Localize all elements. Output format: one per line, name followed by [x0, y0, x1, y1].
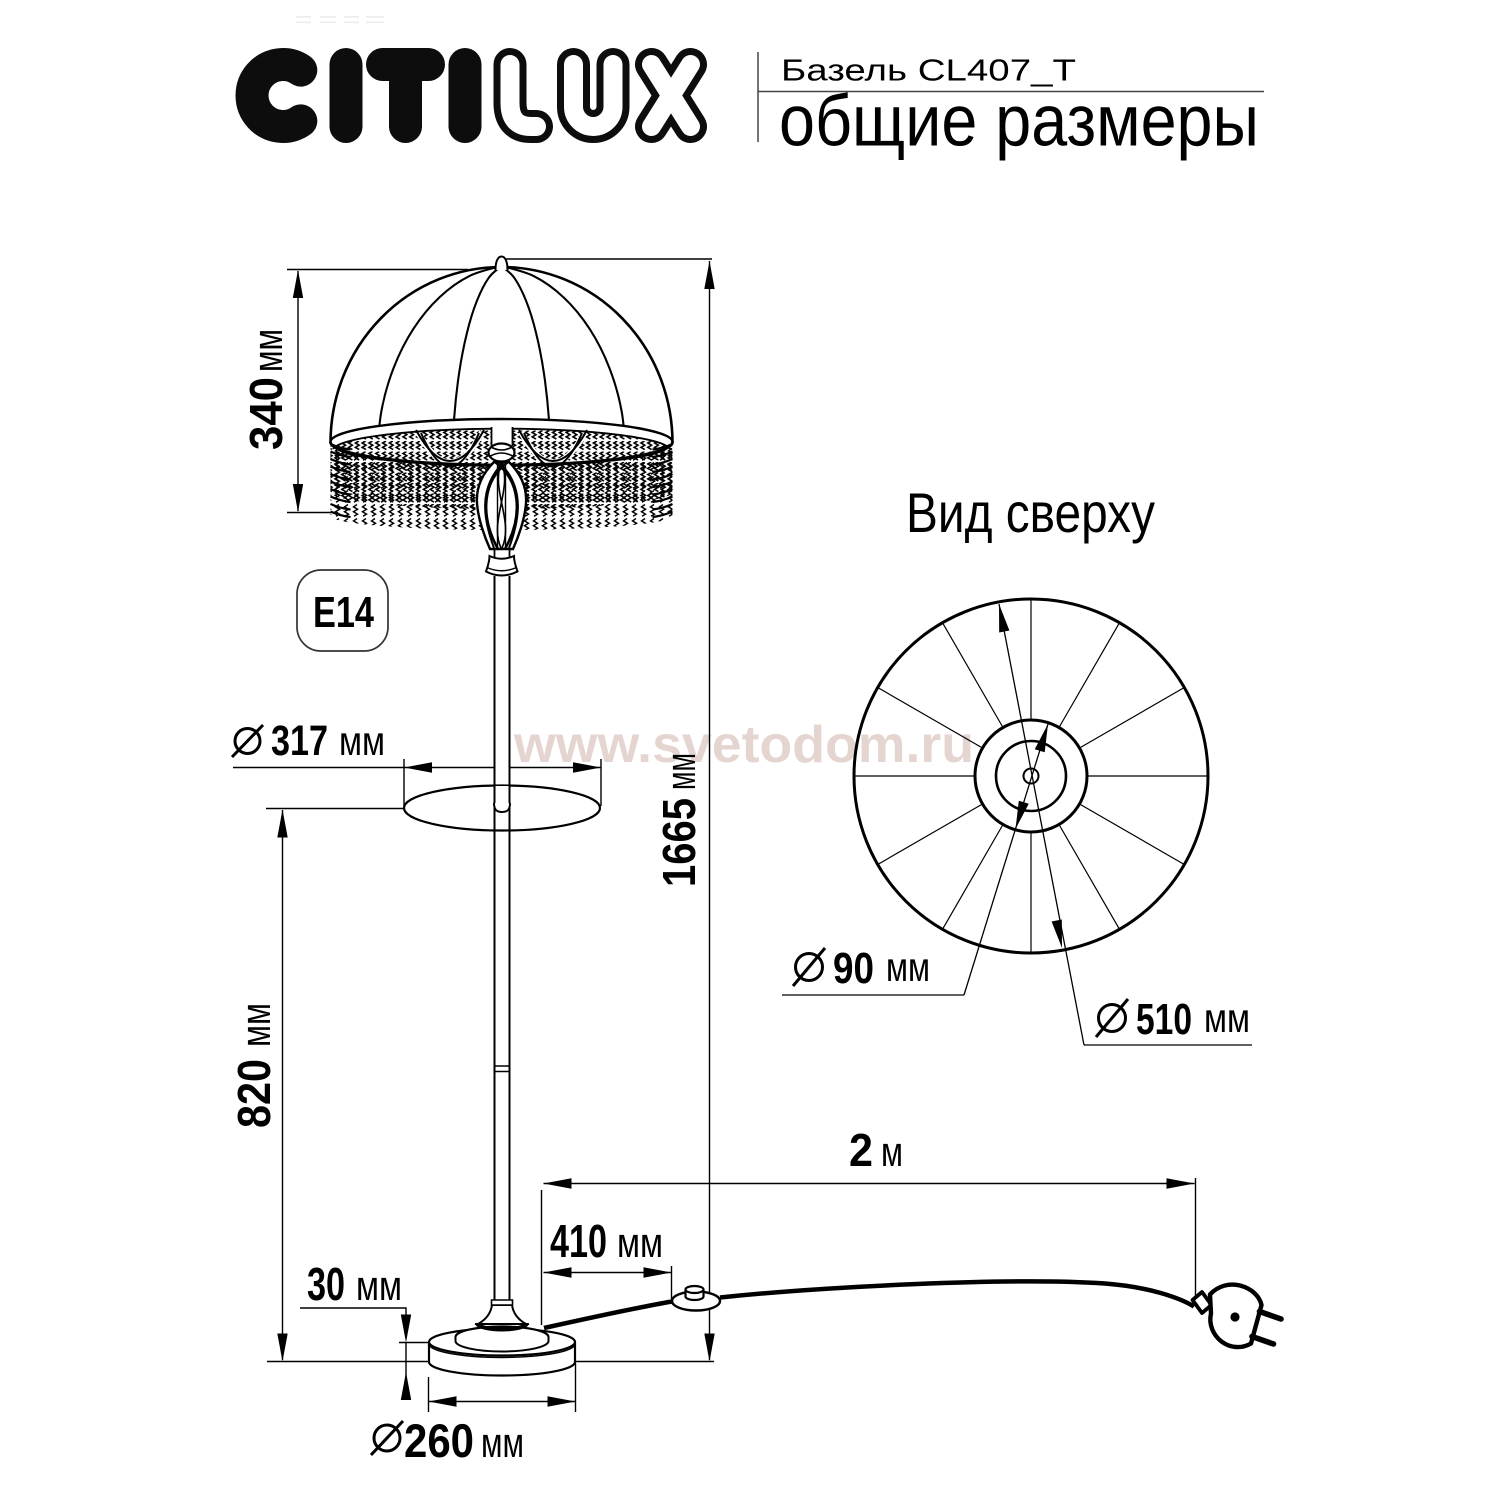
svg-text:1665: 1665	[653, 798, 705, 887]
svg-text:www.svetodom.ru: www.svetodom.ru	[513, 716, 974, 774]
svg-text:мм: мм	[886, 944, 930, 990]
svg-text:мм: мм	[1204, 995, 1250, 1041]
svg-text:м: м	[881, 1128, 903, 1175]
svg-text:Базель CL407_T: Базель CL407_T	[781, 53, 1076, 88]
svg-text:30: 30	[307, 1258, 345, 1310]
svg-text:мм: мм	[232, 1003, 279, 1047]
svg-text:общие размеры: общие размеры	[779, 82, 1259, 162]
svg-text:мм: мм	[356, 1262, 402, 1309]
svg-text:410: 410	[550, 1215, 607, 1267]
svg-text:мм: мм	[617, 1219, 663, 1266]
svg-text:2: 2	[849, 1124, 873, 1176]
svg-text:510: 510	[1136, 995, 1192, 1044]
svg-text:90: 90	[833, 944, 874, 993]
svg-text:Вид сверху: Вид сверху	[906, 481, 1155, 544]
svg-text:317: 317	[271, 717, 328, 765]
svg-text:820: 820	[228, 1059, 280, 1128]
svg-text:260: 260	[404, 1414, 474, 1467]
svg-text:мм: мм	[339, 718, 385, 764]
svg-text:мм: мм	[657, 753, 704, 790]
svg-text:мм: мм	[244, 329, 291, 372]
svg-text:мм: мм	[481, 1419, 524, 1466]
svg-text:340: 340	[240, 377, 292, 450]
svg-text:E14: E14	[313, 588, 374, 637]
